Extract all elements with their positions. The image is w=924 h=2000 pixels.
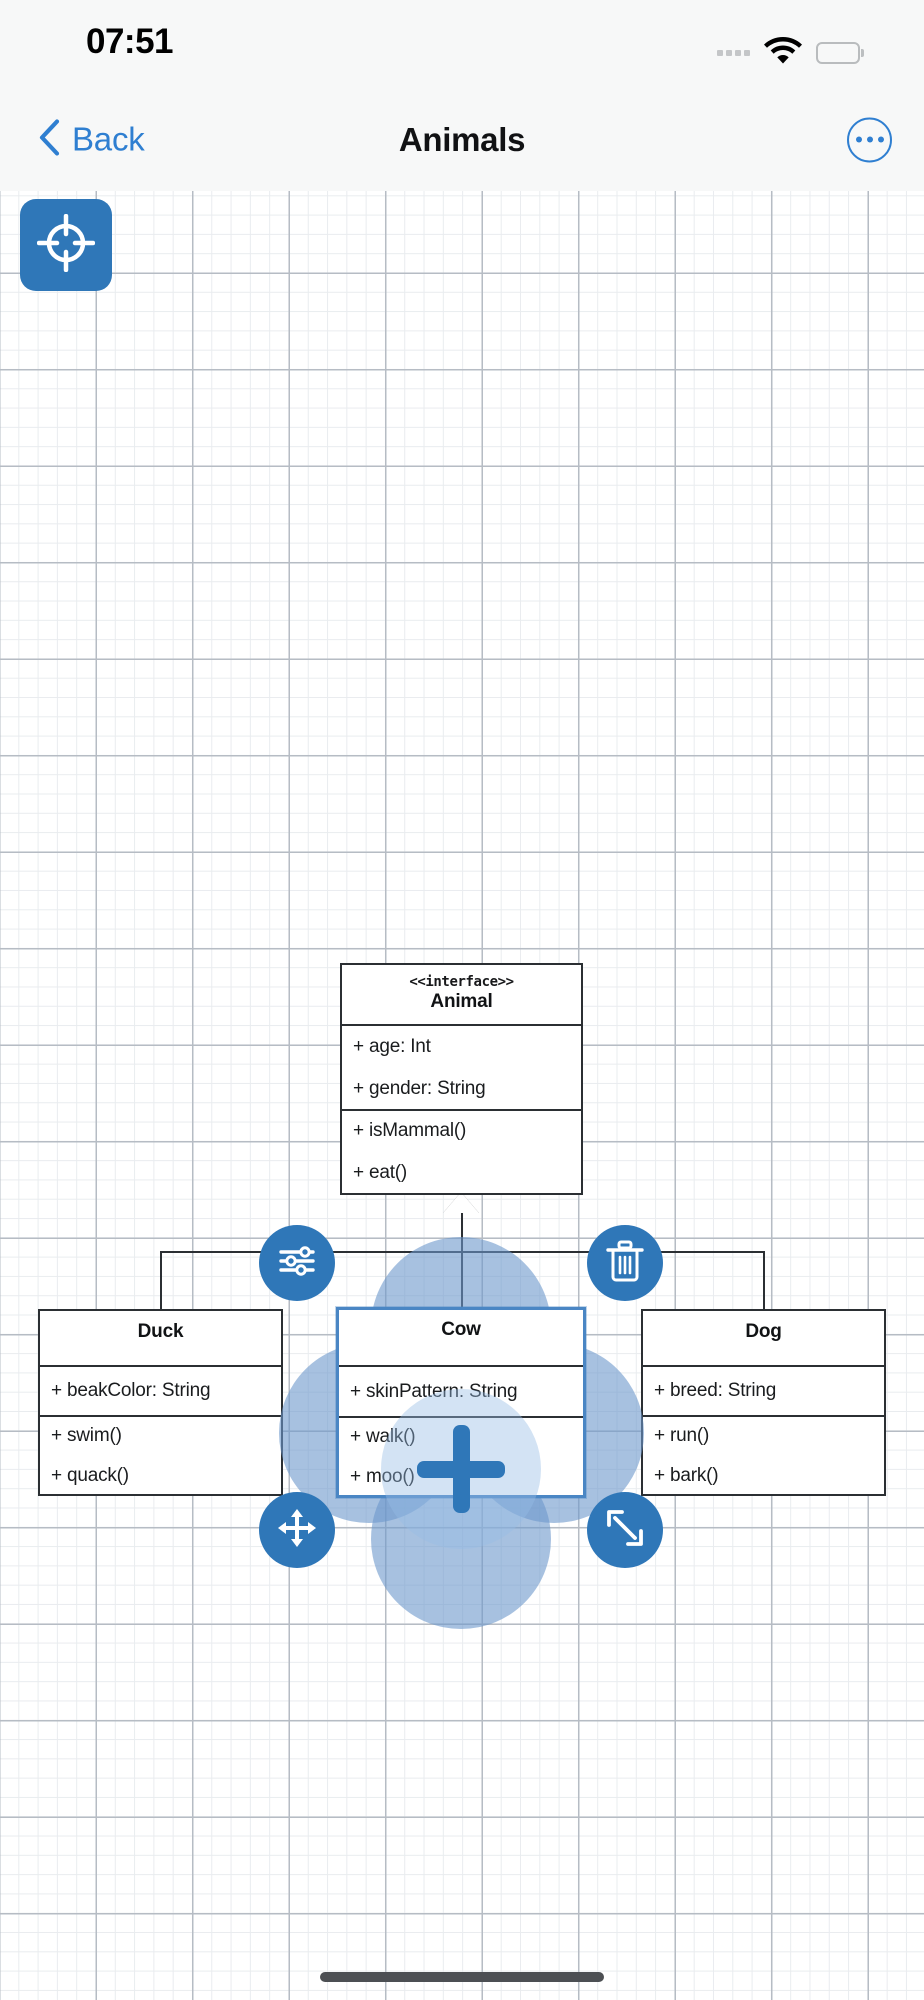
add-element-button[interactable] (381, 1389, 541, 1549)
uml-attribute: + breed: String (654, 1380, 777, 1401)
uml-operation: + bark() (654, 1464, 719, 1486)
signal-dots-icon (717, 49, 750, 56)
back-button-label: Back (72, 120, 145, 158)
uml-class-name: Animal (430, 990, 493, 1012)
uml-class-header: Dog (643, 1311, 884, 1365)
move-arrows-icon (276, 1507, 318, 1554)
navigation-bar: Back Animals (0, 88, 924, 191)
home-indicator[interactable] (320, 1972, 604, 1982)
more-options-icon (877, 136, 884, 143)
diagram-canvas[interactable]: <<interface>> Animal + age: Int + gender… (0, 191, 924, 2000)
uml-class-header: Duck (40, 1311, 281, 1365)
uml-operations-section: + run() + bark() (643, 1415, 884, 1494)
plus-icon (452, 1425, 470, 1513)
uml-attribute: + gender: String (353, 1077, 486, 1099)
status-indicators (717, 36, 864, 69)
chevron-left-icon (38, 118, 60, 161)
sliders-settings-icon (276, 1240, 318, 1287)
resize-element-button[interactable] (587, 1492, 663, 1568)
uml-attribute: + age: Int (353, 1035, 431, 1057)
uml-class-duck[interactable]: Duck + beakColor: String + swim() + quac… (38, 1309, 283, 1496)
uml-stereotype: <<interface>> (409, 974, 514, 991)
uml-class-name: Dog (745, 1321, 782, 1342)
uml-operation: + run() (654, 1424, 710, 1446)
uml-class-header: Cow (339, 1310, 583, 1365)
uml-operation: + quack() (51, 1464, 129, 1486)
uml-attributes-section: + age: Int + gender: String (342, 1024, 581, 1109)
generalization-drop-duck (160, 1251, 162, 1310)
crosshair-target-icon (36, 213, 96, 277)
generalization-drop-cow (461, 1251, 463, 1309)
uml-class-name: Cow (441, 1319, 481, 1340)
move-element-button[interactable] (259, 1492, 335, 1568)
delete-element-button[interactable] (587, 1225, 663, 1301)
page-title: Animals (398, 120, 526, 158)
uml-operations-section: + isMammal() + eat() (342, 1109, 581, 1193)
uml-operation: + swim() (51, 1424, 122, 1446)
uml-class-dog[interactable]: Dog + breed: String + run() + bark() (641, 1309, 886, 1496)
center-diagram-button[interactable] (20, 199, 112, 291)
status-time: 07:51 (86, 22, 174, 61)
uml-operation: + isMammal() (353, 1120, 467, 1141)
wifi-icon (764, 36, 802, 69)
trash-can-icon (605, 1239, 645, 1288)
back-button[interactable]: Back (38, 118, 145, 161)
uml-operation: + eat() (353, 1162, 408, 1183)
uml-attribute: + beakColor: String (51, 1380, 211, 1401)
status-bar: 07:51 (0, 0, 924, 88)
generalization-drop-dog (763, 1251, 765, 1310)
uml-class-animal[interactable]: <<interface>> Animal + age: Int + gender… (340, 963, 583, 1195)
resize-diagonal-icon (604, 1507, 646, 1554)
uml-class-name: Duck (137, 1321, 184, 1342)
uml-attributes-section: + beakColor: String (40, 1365, 281, 1415)
battery-full-icon (816, 41, 864, 64)
more-options-icon (855, 136, 862, 143)
uml-class-header: <<interface>> Animal (342, 965, 581, 1024)
more-options-icon (866, 136, 873, 143)
uml-operations-section: + swim() + quack() (40, 1415, 281, 1494)
more-options-button[interactable] (847, 117, 892, 162)
inheritance-triangle-icon (443, 1171, 483, 1213)
element-properties-button[interactable] (259, 1225, 335, 1301)
uml-attributes-section: + breed: String (643, 1365, 884, 1415)
